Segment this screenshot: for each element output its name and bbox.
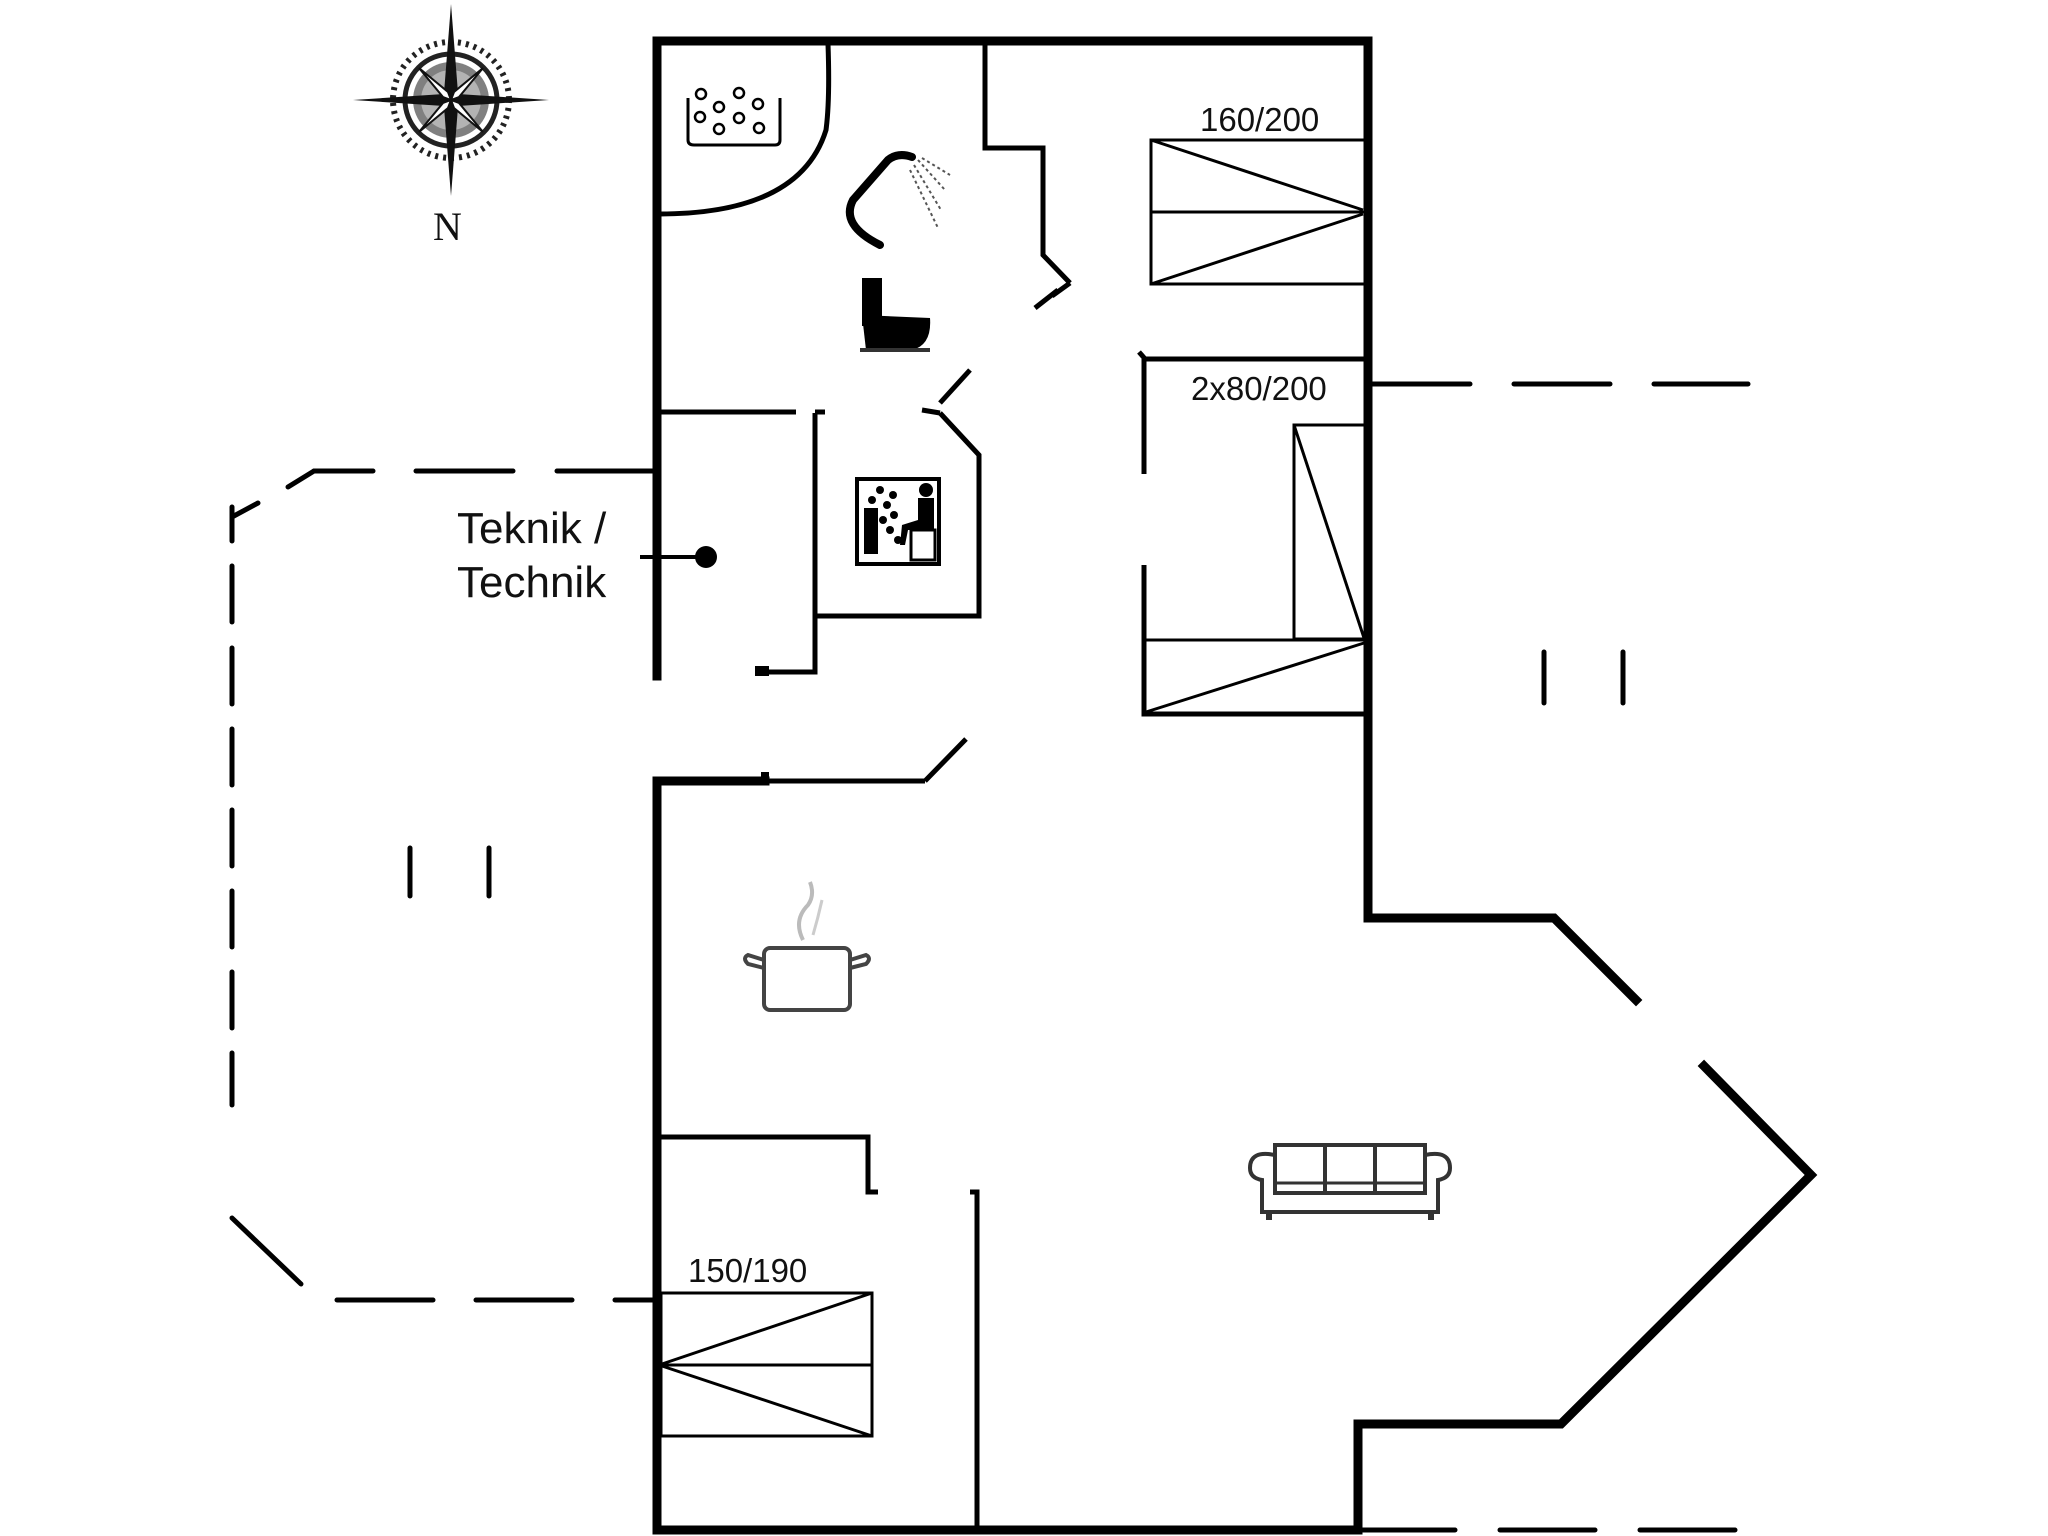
bed-label-2x80-200: 2x80/200 bbox=[1191, 370, 1327, 407]
terrace-east-steps bbox=[1541, 649, 1626, 706]
sauna-walls bbox=[817, 407, 982, 619]
cooking-pot-icon bbox=[743, 881, 871, 1012]
technik-room-label: Teknik / Technik bbox=[457, 502, 606, 610]
shower-icon bbox=[845, 151, 951, 249]
exterior-walls bbox=[652, 36, 1818, 1535]
terrace-west-outline bbox=[229, 468, 658, 1303]
bathroom-walls bbox=[658, 43, 1072, 405]
terrace-west-steps bbox=[407, 845, 492, 899]
bed-150-190 bbox=[659, 1291, 874, 1438]
entrance-door bbox=[761, 737, 968, 784]
technik-room-walls bbox=[659, 409, 825, 676]
sofa-icon bbox=[1247, 1143, 1453, 1220]
bed-label-160-200: 160/200 bbox=[1200, 101, 1320, 138]
bed-label-150-190: 150/190 bbox=[688, 1252, 808, 1289]
sauna-icon bbox=[855, 477, 941, 566]
compass-rose-icon bbox=[353, 4, 549, 196]
technik-pointer-icon bbox=[640, 546, 717, 568]
technik-label-line1: Teknik / bbox=[457, 504, 607, 553]
bed-2x80-200 bbox=[1143, 423, 1367, 715]
bedroom-3-walls bbox=[659, 1134, 980, 1530]
bed-160-200 bbox=[1149, 138, 1367, 286]
compass-north-label: N bbox=[433, 204, 462, 249]
spa-bath-icon bbox=[686, 86, 782, 147]
technik-label-line2: Technik bbox=[457, 558, 607, 607]
toilet-icon bbox=[860, 278, 931, 352]
